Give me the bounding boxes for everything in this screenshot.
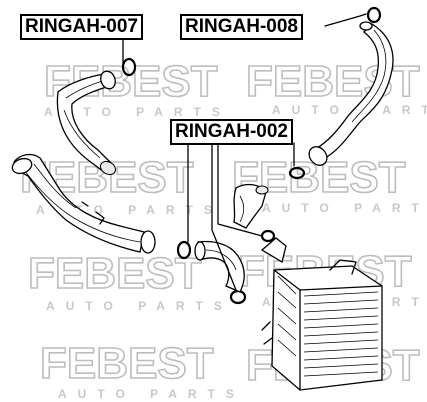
middle-elbow-fitting — [233, 183, 269, 229]
watermark-5: FEBEST AUTO PARTS — [27, 248, 233, 313]
ring-002-mid — [260, 229, 276, 243]
watermark-brand: FEBEST — [40, 339, 214, 388]
watermark-tagline: AUTO PARTS — [262, 201, 427, 215]
watermark-7: FEBEST AUTO PARTS — [39, 338, 245, 401]
watermark-tagline: AUTO PARTS — [58, 387, 245, 401]
upper-right-hose — [308, 21, 394, 166]
leader-lines — [122, 13, 367, 291]
upper-left-hose — [56, 70, 117, 176]
part-label-ringah-002: RINGAH-002 — [170, 119, 293, 145]
ring-002-upper — [288, 166, 306, 180]
lower-elbow-hose — [194, 240, 245, 293]
part-label-ringah-007: RINGAH-007 — [20, 14, 143, 40]
watermark-tagline: AUTO PARTS — [272, 103, 427, 117]
watermark-tagline: AUTO PARTS — [46, 299, 233, 313]
watermark-2: FEBEST AUTO PARTS — [245, 56, 427, 117]
watermark-tagline: AUTO PARTS — [44, 105, 231, 119]
ring-002-left — [176, 240, 192, 260]
watermark-brand: FEBEST — [246, 57, 420, 106]
watermark-brand: FEBEST — [28, 249, 202, 298]
ring-007 — [121, 57, 137, 77]
left-intake-pipe — [11, 153, 156, 254]
part-label-ringah-008: RINGAH-008 — [180, 14, 303, 40]
intercooler — [260, 237, 383, 391]
ring-008 — [366, 6, 382, 24]
